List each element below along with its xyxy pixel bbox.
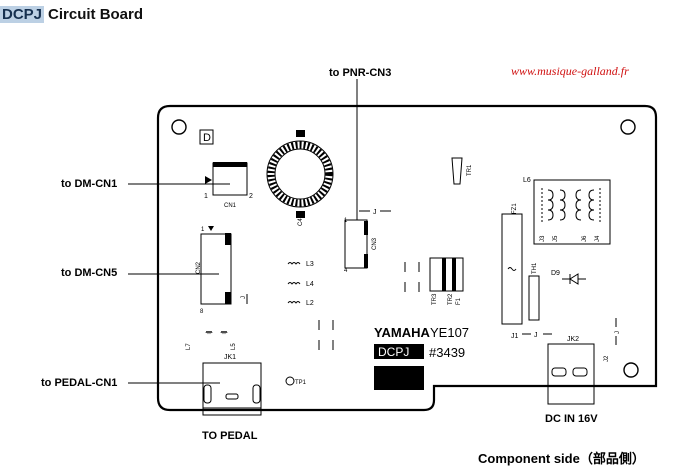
j2-label: J2 <box>604 355 610 362</box>
board-name: DCPJ <box>378 345 409 359</box>
mounting-hole-top-right <box>620 119 636 135</box>
d9-label: D9 <box>551 270 560 277</box>
black-marking-block <box>374 366 424 390</box>
jumper-near-cn3: J <box>359 209 391 216</box>
tr3-stripe-1 <box>442 258 446 291</box>
cn2-label: CN2 <box>196 261 202 274</box>
tp1-label: TP1 <box>295 380 307 386</box>
jumpers-center <box>318 262 420 350</box>
l7-label: L7 <box>186 343 192 350</box>
cn3-connector <box>344 219 368 269</box>
c4-top-mark <box>296 130 305 137</box>
brand-yamaha: YAMAHA <box>374 325 430 340</box>
cn3-pin4: 4 <box>344 268 348 274</box>
cn3-latch-top <box>364 221 368 235</box>
board-model: YE107 <box>430 325 469 340</box>
cn3-pin1: 1 <box>344 218 348 224</box>
jumper-label-2: J <box>241 296 247 299</box>
fz1-symbol <box>507 267 517 271</box>
cn1-pin-arrow <box>205 176 212 184</box>
website-watermark: www.musique-galland.fr <box>511 64 629 78</box>
th1 <box>528 275 540 321</box>
jk1-pin-left <box>203 384 212 404</box>
c4-winding <box>267 141 333 207</box>
j1-label: J1 <box>511 333 519 340</box>
tr1-label: TR1 <box>467 164 473 176</box>
label-to-pedal-cn1: to PEDAL-CN1 <box>41 377 118 389</box>
board-number: #3439 <box>429 345 465 360</box>
f1-label: F1 <box>456 297 462 305</box>
title-text: Circuit Board <box>48 6 144 23</box>
tr3-stripe-2 <box>452 258 456 291</box>
cn3-label: CN3 <box>372 237 378 250</box>
marker-d-box <box>199 129 214 145</box>
l4-label: L4 <box>306 281 314 288</box>
mounting-hole-bottom-right <box>623 362 639 378</box>
inductor-symbols <box>287 262 301 304</box>
j4-label: J4 <box>595 235 601 242</box>
tr3-block <box>429 257 464 292</box>
cn3-latch-bottom <box>364 254 368 268</box>
jk2-jack <box>547 343 595 405</box>
l7-l5-symbols <box>205 331 228 335</box>
jk2-label: JK2 <box>567 336 579 343</box>
tr1-shape <box>451 157 463 185</box>
fz1-label: FZ1 <box>512 203 518 214</box>
footer-component-side: Component side（部品側） <box>478 451 645 466</box>
label-to-pedal: TO PEDAL <box>202 430 258 442</box>
jk1-pin-right <box>252 384 261 404</box>
board-name-box <box>374 344 424 359</box>
j6-label: J6 <box>582 235 588 242</box>
cn2-latch-top <box>225 233 231 245</box>
cn1-pin1: 1 <box>204 193 208 200</box>
cn2-pin1: 1 <box>201 227 205 233</box>
c4-outer <box>266 140 334 208</box>
d9-diode <box>562 273 586 285</box>
label-to-dm-cn1: to DM-CN1 <box>61 178 118 190</box>
jk1-pin-center <box>225 393 239 400</box>
cn1-header <box>213 162 247 167</box>
l6-box <box>533 179 611 245</box>
cn1-label: CN1 <box>224 203 237 209</box>
marker-d: D <box>203 132 211 144</box>
c4-label: C4 <box>298 218 304 226</box>
cn2-connector <box>200 233 232 305</box>
jk2-pin-1 <box>551 367 567 377</box>
jumper-near-cn2: J <box>241 294 248 304</box>
cn2-latch-bottom <box>225 292 231 304</box>
mounting-hole-top-left <box>171 119 187 135</box>
cn2-pin-arrow <box>208 226 214 231</box>
jumper-label-4: J <box>615 331 621 334</box>
board-outline <box>156 104 658 412</box>
tr2-label: TR2 <box>448 293 454 305</box>
tr3-label: TR3 <box>432 293 438 305</box>
l6-label: L6 <box>523 177 531 184</box>
l6-windings <box>541 188 601 222</box>
jk1-base <box>202 407 262 416</box>
jk1-label: JK1 <box>224 354 236 361</box>
cn2-pin8: 8 <box>200 309 204 315</box>
l2-label: L2 <box>306 300 314 307</box>
j3-label: J3 <box>540 235 546 242</box>
c4-inner <box>274 148 326 200</box>
l3-label: L3 <box>306 261 314 268</box>
jumper-label-1: J <box>373 209 377 216</box>
tp1-testpoint <box>285 376 295 386</box>
board-tag: DCPJ <box>0 6 45 23</box>
c4-bottom-mark <box>296 211 305 218</box>
label-to-dm-cn5: to DM-CN5 <box>61 267 118 279</box>
th1-label: TH1 <box>532 262 538 274</box>
l5-label: L5 <box>231 343 237 350</box>
label-dc-in: DC IN 16V <box>545 413 598 425</box>
label-to-pnr-cn3: to PNR-CN3 <box>329 67 392 79</box>
jumper-label-3: J <box>534 332 538 339</box>
cn1-pin2: 2 <box>249 193 253 200</box>
fz1-fuse <box>501 213 523 325</box>
jk2-pin-2 <box>572 367 588 377</box>
j5-label: J5 <box>553 235 559 242</box>
